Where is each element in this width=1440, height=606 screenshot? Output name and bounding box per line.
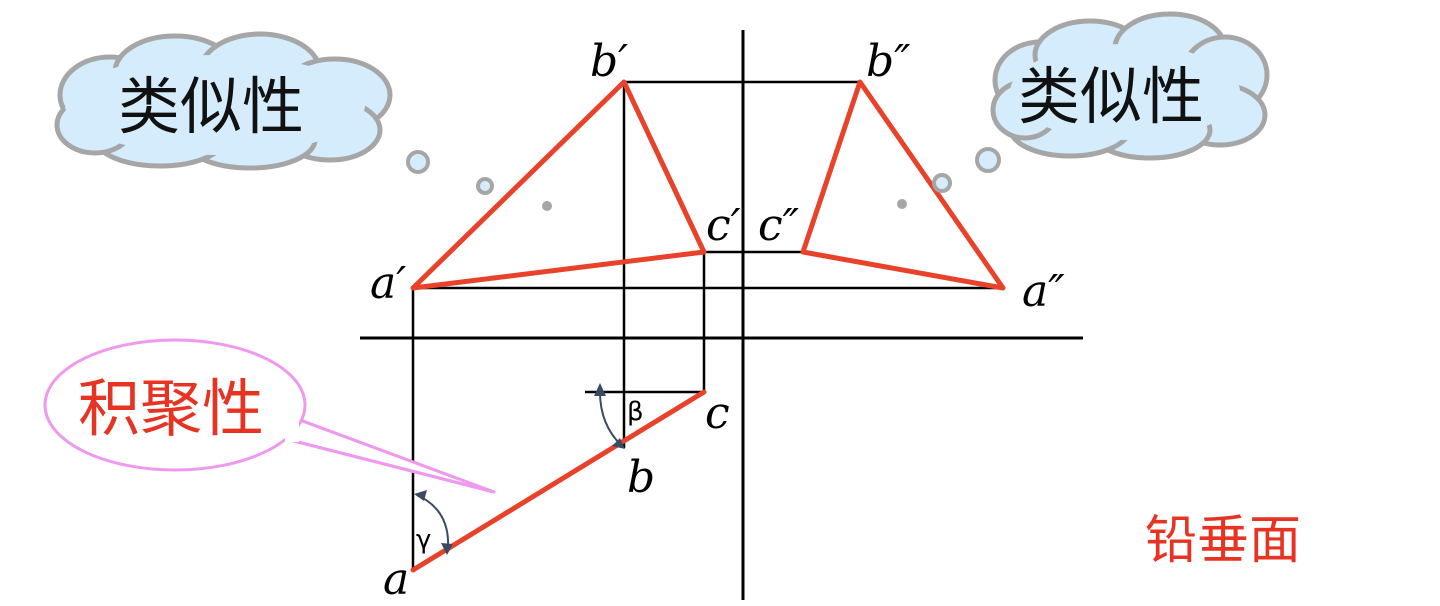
label-b-prime: b′ bbox=[590, 36, 628, 87]
label-a-prime: a′ bbox=[370, 258, 406, 309]
speech-bubble: 积聚性 bbox=[43, 338, 496, 494]
right-cloud-bubble-medium bbox=[932, 173, 952, 193]
label-c-double-prime: c″ bbox=[758, 200, 800, 251]
right-thought-cloud: 类似性 bbox=[990, 11, 1270, 161]
label-c: c bbox=[705, 388, 730, 439]
left-cloud-label: 类似性 bbox=[118, 70, 304, 143]
right-cloud-bubble-large bbox=[975, 147, 1001, 173]
beta-arrow-top bbox=[594, 383, 606, 396]
front-view-triangle bbox=[410, 79, 707, 291]
left-cloud-bubble-small bbox=[542, 201, 552, 211]
label-c-prime: c′ bbox=[706, 200, 741, 251]
beta-angle-arc bbox=[599, 391, 623, 447]
left-cloud-bubble-large bbox=[406, 150, 430, 174]
beta-label: β bbox=[627, 397, 644, 427]
label-a-double-prime: a″ bbox=[1022, 266, 1065, 317]
label-b: b bbox=[627, 452, 655, 503]
gamma-arrow-bottom bbox=[441, 543, 453, 555]
beta-arrow-bottom bbox=[612, 438, 625, 449]
plane-type-caption: 铅垂面 bbox=[1145, 511, 1301, 571]
top-view-edge-line bbox=[410, 389, 707, 573]
gamma-label: γ bbox=[416, 525, 431, 555]
side-view-triangle bbox=[800, 79, 1006, 291]
left-cloud-bubble-medium bbox=[476, 177, 494, 195]
label-a: a bbox=[383, 554, 409, 605]
right-cloud-label: 类似性 bbox=[1018, 60, 1204, 133]
gamma-arrow-top bbox=[414, 490, 427, 501]
label-b-double-prime: b″ bbox=[866, 36, 911, 87]
speech-bubble-label: 积聚性 bbox=[78, 372, 264, 445]
left-thought-cloud: 类似性 bbox=[54, 31, 393, 171]
right-cloud-bubble-small bbox=[897, 199, 907, 209]
